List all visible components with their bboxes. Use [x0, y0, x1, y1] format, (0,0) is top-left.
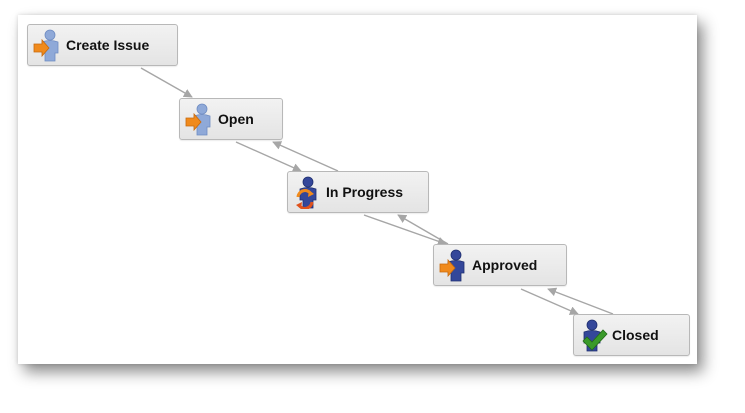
status-node-open[interactable]: Open	[179, 98, 283, 140]
status-node-in-progress[interactable]: In Progress	[287, 171, 429, 213]
person-light-with-arrow-icon	[185, 102, 215, 136]
status-label-approved: Approved	[472, 257, 538, 273]
person-dark-with-refresh-icon	[293, 175, 323, 209]
status-label-create-issue: Create Issue	[66, 37, 150, 53]
status-node-approved[interactable]: Approved	[433, 244, 567, 286]
status-label-closed: Closed	[612, 327, 659, 343]
status-node-create-issue[interactable]: Create Issue	[27, 24, 178, 66]
status-node-closed[interactable]: Closed	[573, 314, 690, 356]
status-label-open: Open	[218, 111, 254, 127]
person-dark-with-arrow-icon	[439, 248, 469, 282]
person-light-with-arrow-icon	[33, 28, 63, 62]
status-label-in-progress: In Progress	[326, 184, 404, 200]
person-dark-with-checkmark-icon	[579, 318, 609, 352]
